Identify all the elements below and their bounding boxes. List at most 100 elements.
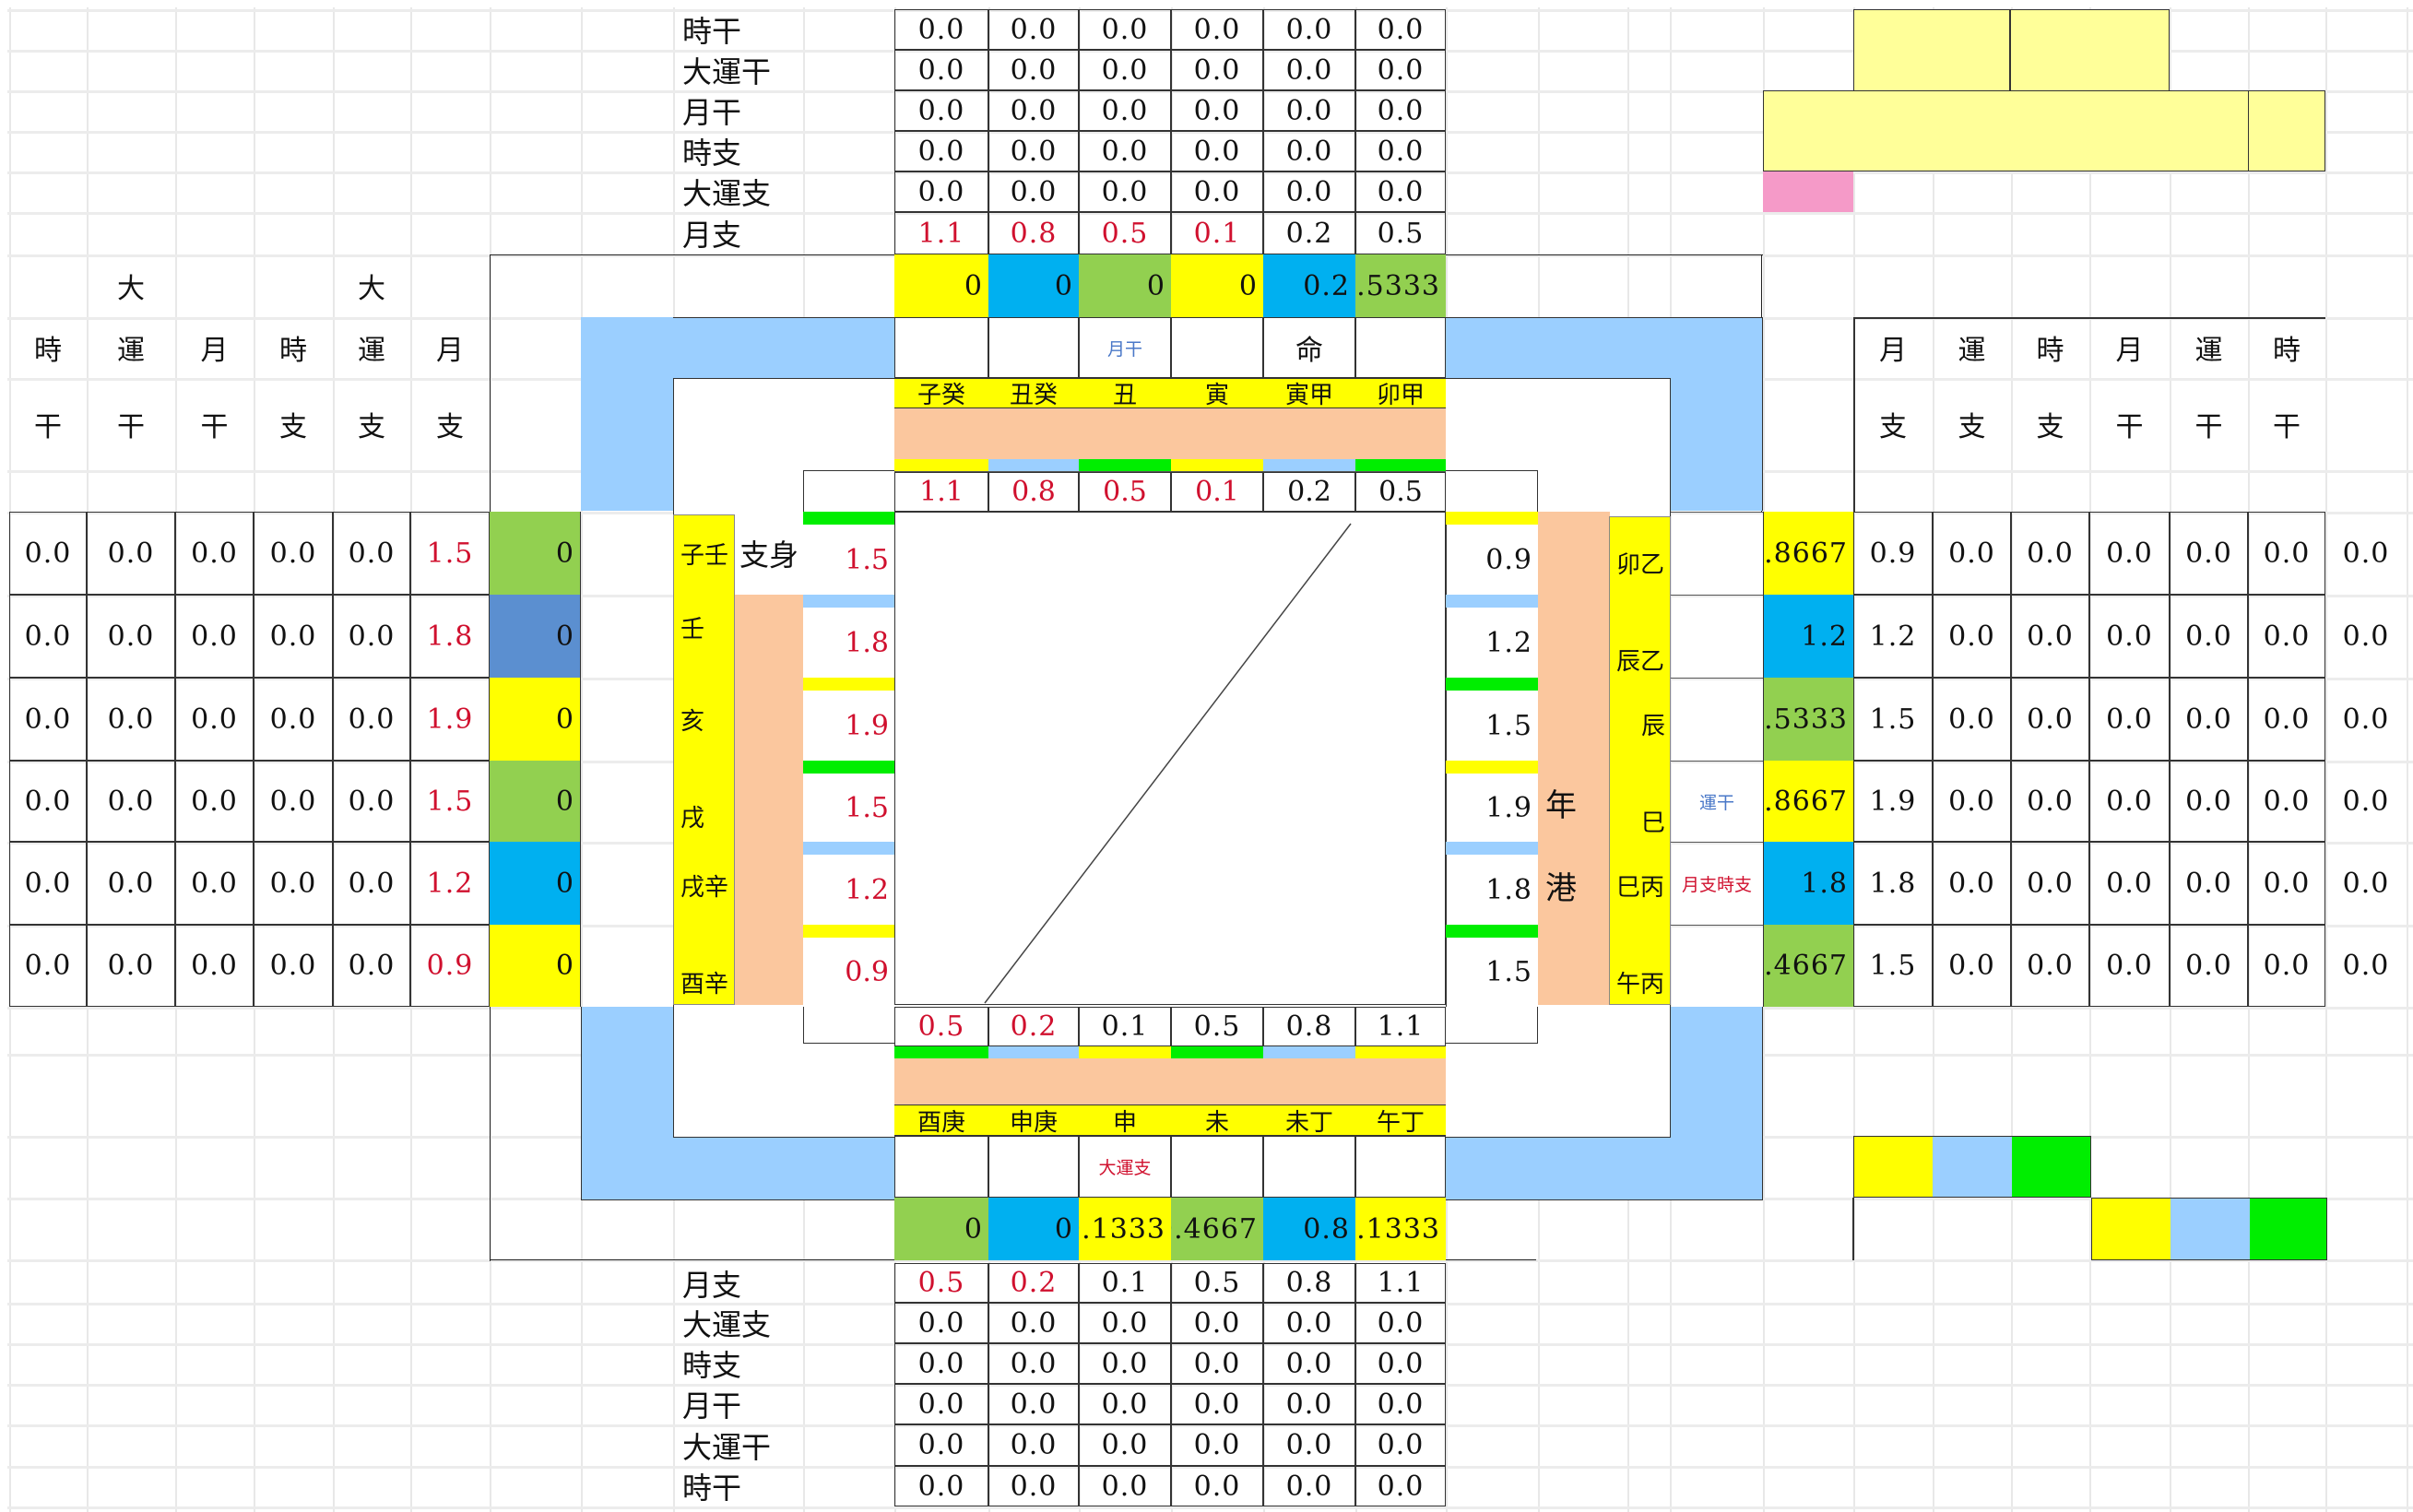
table-cell[interactable]: 0.0 xyxy=(2011,761,2089,842)
ratio-cell[interactable]: 0 xyxy=(894,254,988,317)
table-cell[interactable]: 0.0 xyxy=(9,925,87,1007)
table-cell[interactable]: 0.2 xyxy=(1263,212,1355,254)
table-cell[interactable]: 0.0 xyxy=(894,1424,988,1466)
table-cell[interactable]: 0.0 xyxy=(894,50,988,90)
table-cell[interactable]: 0.0 xyxy=(1079,1303,1171,1343)
marker-cell[interactable]: 月支時支 xyxy=(1671,842,1763,925)
table-cell[interactable]: 0.8 xyxy=(988,212,1079,254)
branch-value[interactable]: 0.2 xyxy=(1263,472,1355,512)
branch-value[interactable]: 1.8 xyxy=(803,608,894,678)
branch-value[interactable]: 1.5 xyxy=(1446,691,1538,761)
table-cell[interactable]: 0.0 xyxy=(2170,925,2248,1007)
table-cell[interactable]: 0.0 xyxy=(894,90,988,131)
table-cell[interactable]: 0.0 xyxy=(2089,678,2170,761)
marker-cell[interactable]: 運干 xyxy=(1671,761,1763,842)
marker-cell[interactable] xyxy=(1671,595,1763,678)
table-cell[interactable]: 0.0 xyxy=(1263,1466,1355,1506)
table-cell[interactable]: 0.0 xyxy=(175,595,254,678)
ratio-cell[interactable]: 0 xyxy=(988,1198,1079,1260)
table-cell[interactable]: 0.0 xyxy=(988,1424,1079,1466)
ratio-cell[interactable]: 0.8 xyxy=(1263,1198,1355,1260)
table-cell[interactable]: 0.0 xyxy=(254,678,333,761)
branch-value[interactable]: 1.5 xyxy=(803,525,894,595)
ratio-cell[interactable]: 0 xyxy=(490,512,581,595)
table-cell[interactable]: 0.0 xyxy=(9,512,87,595)
table-cell[interactable]: 0.0 xyxy=(175,761,254,842)
ratio-cell[interactable]: 1.5333 xyxy=(1763,678,1853,761)
ratio-cell[interactable]: 0.4667 xyxy=(1171,1198,1263,1260)
branch-value[interactable]: 0.9 xyxy=(1446,525,1538,595)
table-cell[interactable]: 0.0 xyxy=(2342,950,2390,982)
table-cell[interactable]: 0.0 xyxy=(2248,678,2325,761)
ratio-cell[interactable]: 0.2 xyxy=(1263,254,1355,317)
table-cell[interactable]: 0.0 xyxy=(1171,171,1263,212)
table-cell[interactable]: 1.5 xyxy=(1853,678,1933,761)
table-cell[interactable]: 0.0 xyxy=(87,512,175,595)
table-cell[interactable]: 0.0 xyxy=(1171,9,1263,50)
ratio-cell[interactable]: 0 xyxy=(1171,254,1263,317)
table-cell[interactable]: 0.0 xyxy=(333,512,410,595)
table-cell[interactable]: 0.0 xyxy=(1355,1424,1446,1466)
marker-cell[interactable] xyxy=(894,1136,988,1198)
ratio-cell[interactable]: 0 xyxy=(490,925,581,1007)
table-cell[interactable]: 0.1 xyxy=(1171,212,1263,254)
table-cell[interactable]: 0.0 xyxy=(87,925,175,1007)
table-cell[interactable]: 0.0 xyxy=(988,131,1079,171)
table-cell[interactable]: 0.0 xyxy=(1933,595,2011,678)
table-cell[interactable]: 0.0 xyxy=(2011,842,2089,925)
table-cell[interactable]: 0.0 xyxy=(2170,512,2248,595)
table-cell[interactable]: 0.0 xyxy=(1355,171,1446,212)
table-cell[interactable]: 0.0 xyxy=(9,678,87,761)
table-cell[interactable]: 0.0 xyxy=(988,1303,1079,1343)
ratio-cell[interactable]: 1.8 xyxy=(1763,842,1853,925)
table-cell[interactable]: 0.0 xyxy=(333,678,410,761)
table-cell[interactable]: 0.0 xyxy=(1355,1343,1446,1384)
table-cell[interactable]: 1.8 xyxy=(410,595,490,678)
marker-cell[interactable] xyxy=(1355,317,1446,378)
branch-value[interactable]: 1.1 xyxy=(1355,1007,1446,1046)
table-cell[interactable]: 0.0 xyxy=(9,842,87,925)
table-cell[interactable]: 0.0 xyxy=(1079,1466,1171,1506)
table-cell[interactable]: 0.0 xyxy=(1263,171,1355,212)
table-cell[interactable]: 0.0 xyxy=(1079,1424,1171,1466)
table-cell[interactable]: 0.0 xyxy=(988,90,1079,131)
table-cell[interactable]: 0.0 xyxy=(2170,761,2248,842)
table-cell[interactable]: 0.0 xyxy=(1263,1424,1355,1466)
marker-cell[interactable]: 大運支 xyxy=(1079,1136,1171,1198)
table-cell[interactable]: 0.0 xyxy=(2248,761,2325,842)
table-cell[interactable]: 1.5 xyxy=(1853,925,1933,1007)
ratio-cell[interactable]: 1.8667 xyxy=(1763,761,1853,842)
table-cell[interactable]: 0.0 xyxy=(333,842,410,925)
table-cell[interactable]: 0.0 xyxy=(1355,50,1446,90)
table-cell[interactable]: 0.0 xyxy=(2342,867,2390,900)
table-cell[interactable]: 0.0 xyxy=(1933,842,2011,925)
table-cell[interactable]: 0.0 xyxy=(87,595,175,678)
table-cell[interactable]: 0.0 xyxy=(1171,1466,1263,1506)
marker-cell[interactable]: 命 xyxy=(1263,317,1355,378)
table-cell[interactable]: 0.0 xyxy=(2170,595,2248,678)
table-cell[interactable]: 0.0 xyxy=(988,9,1079,50)
table-cell[interactable]: 1.9 xyxy=(1853,761,1933,842)
marker-cell[interactable] xyxy=(1263,1136,1355,1198)
table-cell[interactable]: 0.0 xyxy=(1263,1343,1355,1384)
table-cell[interactable]: 0.0 xyxy=(2248,512,2325,595)
branch-value[interactable]: 1.2 xyxy=(803,855,894,925)
table-cell[interactable]: 0.0 xyxy=(1079,1384,1171,1424)
table-cell[interactable]: 0.0 xyxy=(254,842,333,925)
ratio-cell[interactable]: 1.1333 xyxy=(1355,1198,1446,1260)
table-cell[interactable]: 0.0 xyxy=(894,131,988,171)
branch-value[interactable]: 0.5 xyxy=(1355,472,1446,512)
ratio-cell[interactable]: 0 xyxy=(988,254,1079,317)
table-cell[interactable]: 0.0 xyxy=(2342,620,2390,653)
table-cell[interactable]: 0.5 xyxy=(1355,212,1446,254)
table-cell[interactable]: 0.0 xyxy=(894,1303,988,1343)
table-cell[interactable]: 0.0 xyxy=(1079,90,1171,131)
table-cell[interactable]: 0.0 xyxy=(2248,925,2325,1007)
table-cell[interactable]: 0.0 xyxy=(2248,842,2325,925)
table-cell[interactable]: 0.0 xyxy=(988,1384,1079,1424)
table-cell[interactable]: 0.0 xyxy=(1355,1303,1446,1343)
table-cell[interactable]: 0.0 xyxy=(988,171,1079,212)
ratio-cell[interactable]: 0.5333 xyxy=(1355,254,1446,317)
table-cell[interactable]: 0.0 xyxy=(333,761,410,842)
table-cell[interactable]: 1.2 xyxy=(1853,595,1933,678)
